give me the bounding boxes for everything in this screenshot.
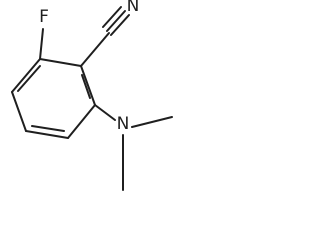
bond-ring-amine-nitrogen — [94, 104, 116, 121]
atom-label-amine-nitrogen: N — [117, 114, 130, 134]
ring-bond-c3-c4 — [25, 130, 69, 139]
bond-ring-nitrile-carbon — [80, 32, 110, 67]
ring-bond-c4-c5 — [11, 91, 27, 132]
ring-inner-bond-c5-c6 — [17, 65, 41, 92]
nitrile-triple-bond-2 — [110, 14, 130, 36]
atom-label-nitrile-nitrogen: N — [127, 0, 140, 16]
nitrile-triple-bond-3 — [102, 6, 122, 28]
ring-bond-c1-c2 — [80, 65, 96, 106]
ring-bond-c2-c3 — [67, 104, 96, 139]
atom-label-fluorine: F — [39, 7, 49, 27]
bond-c-f — [39, 28, 44, 60]
bond-n-methyl-right — [131, 116, 173, 128]
molecule-structure: F N N — [11, 0, 173, 191]
ring-bond-c5-c6 — [11, 58, 41, 93]
ring-bond-c6-c1 — [39, 58, 82, 67]
ring-inner-bond-c3-c4 — [31, 125, 65, 132]
ring-inner-bond-c1-c2 — [81, 74, 91, 99]
nitrile-triple-bond-1 — [106, 10, 126, 32]
